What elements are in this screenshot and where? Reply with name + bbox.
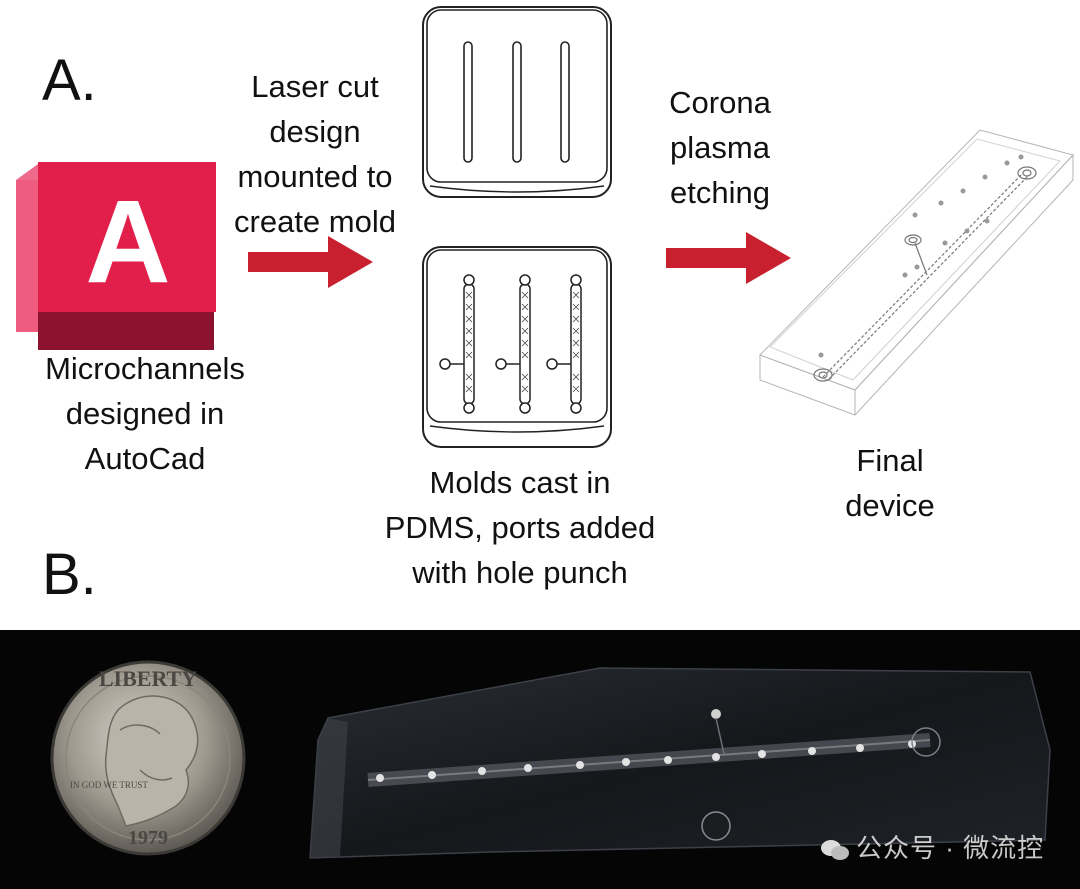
step-5-line-2: device bbox=[845, 488, 935, 523]
panel-a-label: A. bbox=[42, 48, 97, 113]
step-1-line-2: designed in bbox=[65, 396, 225, 431]
step-2-line-1: Laser cut bbox=[251, 69, 379, 104]
arrow-2-icon bbox=[666, 232, 791, 284]
step-2-line-2: design bbox=[269, 114, 361, 149]
logo-letter: A bbox=[85, 176, 170, 308]
pdms-device-photo-icon bbox=[309, 667, 1051, 859]
step-3-line-1: Molds cast in bbox=[429, 465, 611, 500]
pdms-mold-icon bbox=[422, 246, 612, 448]
watermark-text: 公众号 · 微流控 bbox=[820, 828, 1044, 865]
step-1-line-1: Microchannels bbox=[45, 351, 245, 386]
coin-top-text: LIBERTY bbox=[99, 666, 197, 691]
wechat-icon bbox=[820, 838, 850, 862]
step-4-line-1: Corona bbox=[669, 85, 771, 120]
device-photo: IN GOD WE TRUST LIBERTY 1979 bbox=[0, 630, 1080, 889]
step-autocad-text: Microchannels designed in AutoCad bbox=[0, 346, 290, 481]
step-1-line-3: AutoCad bbox=[84, 441, 206, 476]
final-device-icon bbox=[759, 129, 1074, 416]
step-3-line-2: PDMS, ports added bbox=[384, 510, 656, 545]
step-final-text: Final device bbox=[800, 438, 980, 528]
step-laser-cut-text: Laser cut design mounted to create mold bbox=[200, 64, 430, 244]
coin-year: 1979 bbox=[128, 827, 168, 849]
step-4-line-2: plasma bbox=[670, 130, 770, 165]
step-4-line-3: etching bbox=[670, 175, 770, 210]
watermark-label: 公众号 · 微流控 bbox=[856, 833, 1045, 863]
step-corona-text: Corona plasma etching bbox=[640, 80, 800, 215]
arrow-1-icon bbox=[248, 236, 373, 288]
quarter-coin-icon: IN GOD WE TRUST LIBERTY 1979 bbox=[50, 660, 246, 856]
step-3-line-3: with hole punch bbox=[412, 555, 628, 590]
autocad-logo-icon: A bbox=[16, 162, 216, 350]
laser-cut-mold-icon bbox=[422, 6, 612, 198]
step-2-line-3: mounted to bbox=[237, 159, 393, 194]
coin-motto: IN GOD WE TRUST bbox=[70, 780, 148, 790]
step-2-line-4: create mold bbox=[234, 204, 396, 239]
step-5-line-1: Final bbox=[856, 443, 924, 478]
step-molds-cast-text: Molds cast in PDMS, ports added with hol… bbox=[355, 460, 685, 595]
panel-b-label: B. bbox=[42, 542, 97, 607]
